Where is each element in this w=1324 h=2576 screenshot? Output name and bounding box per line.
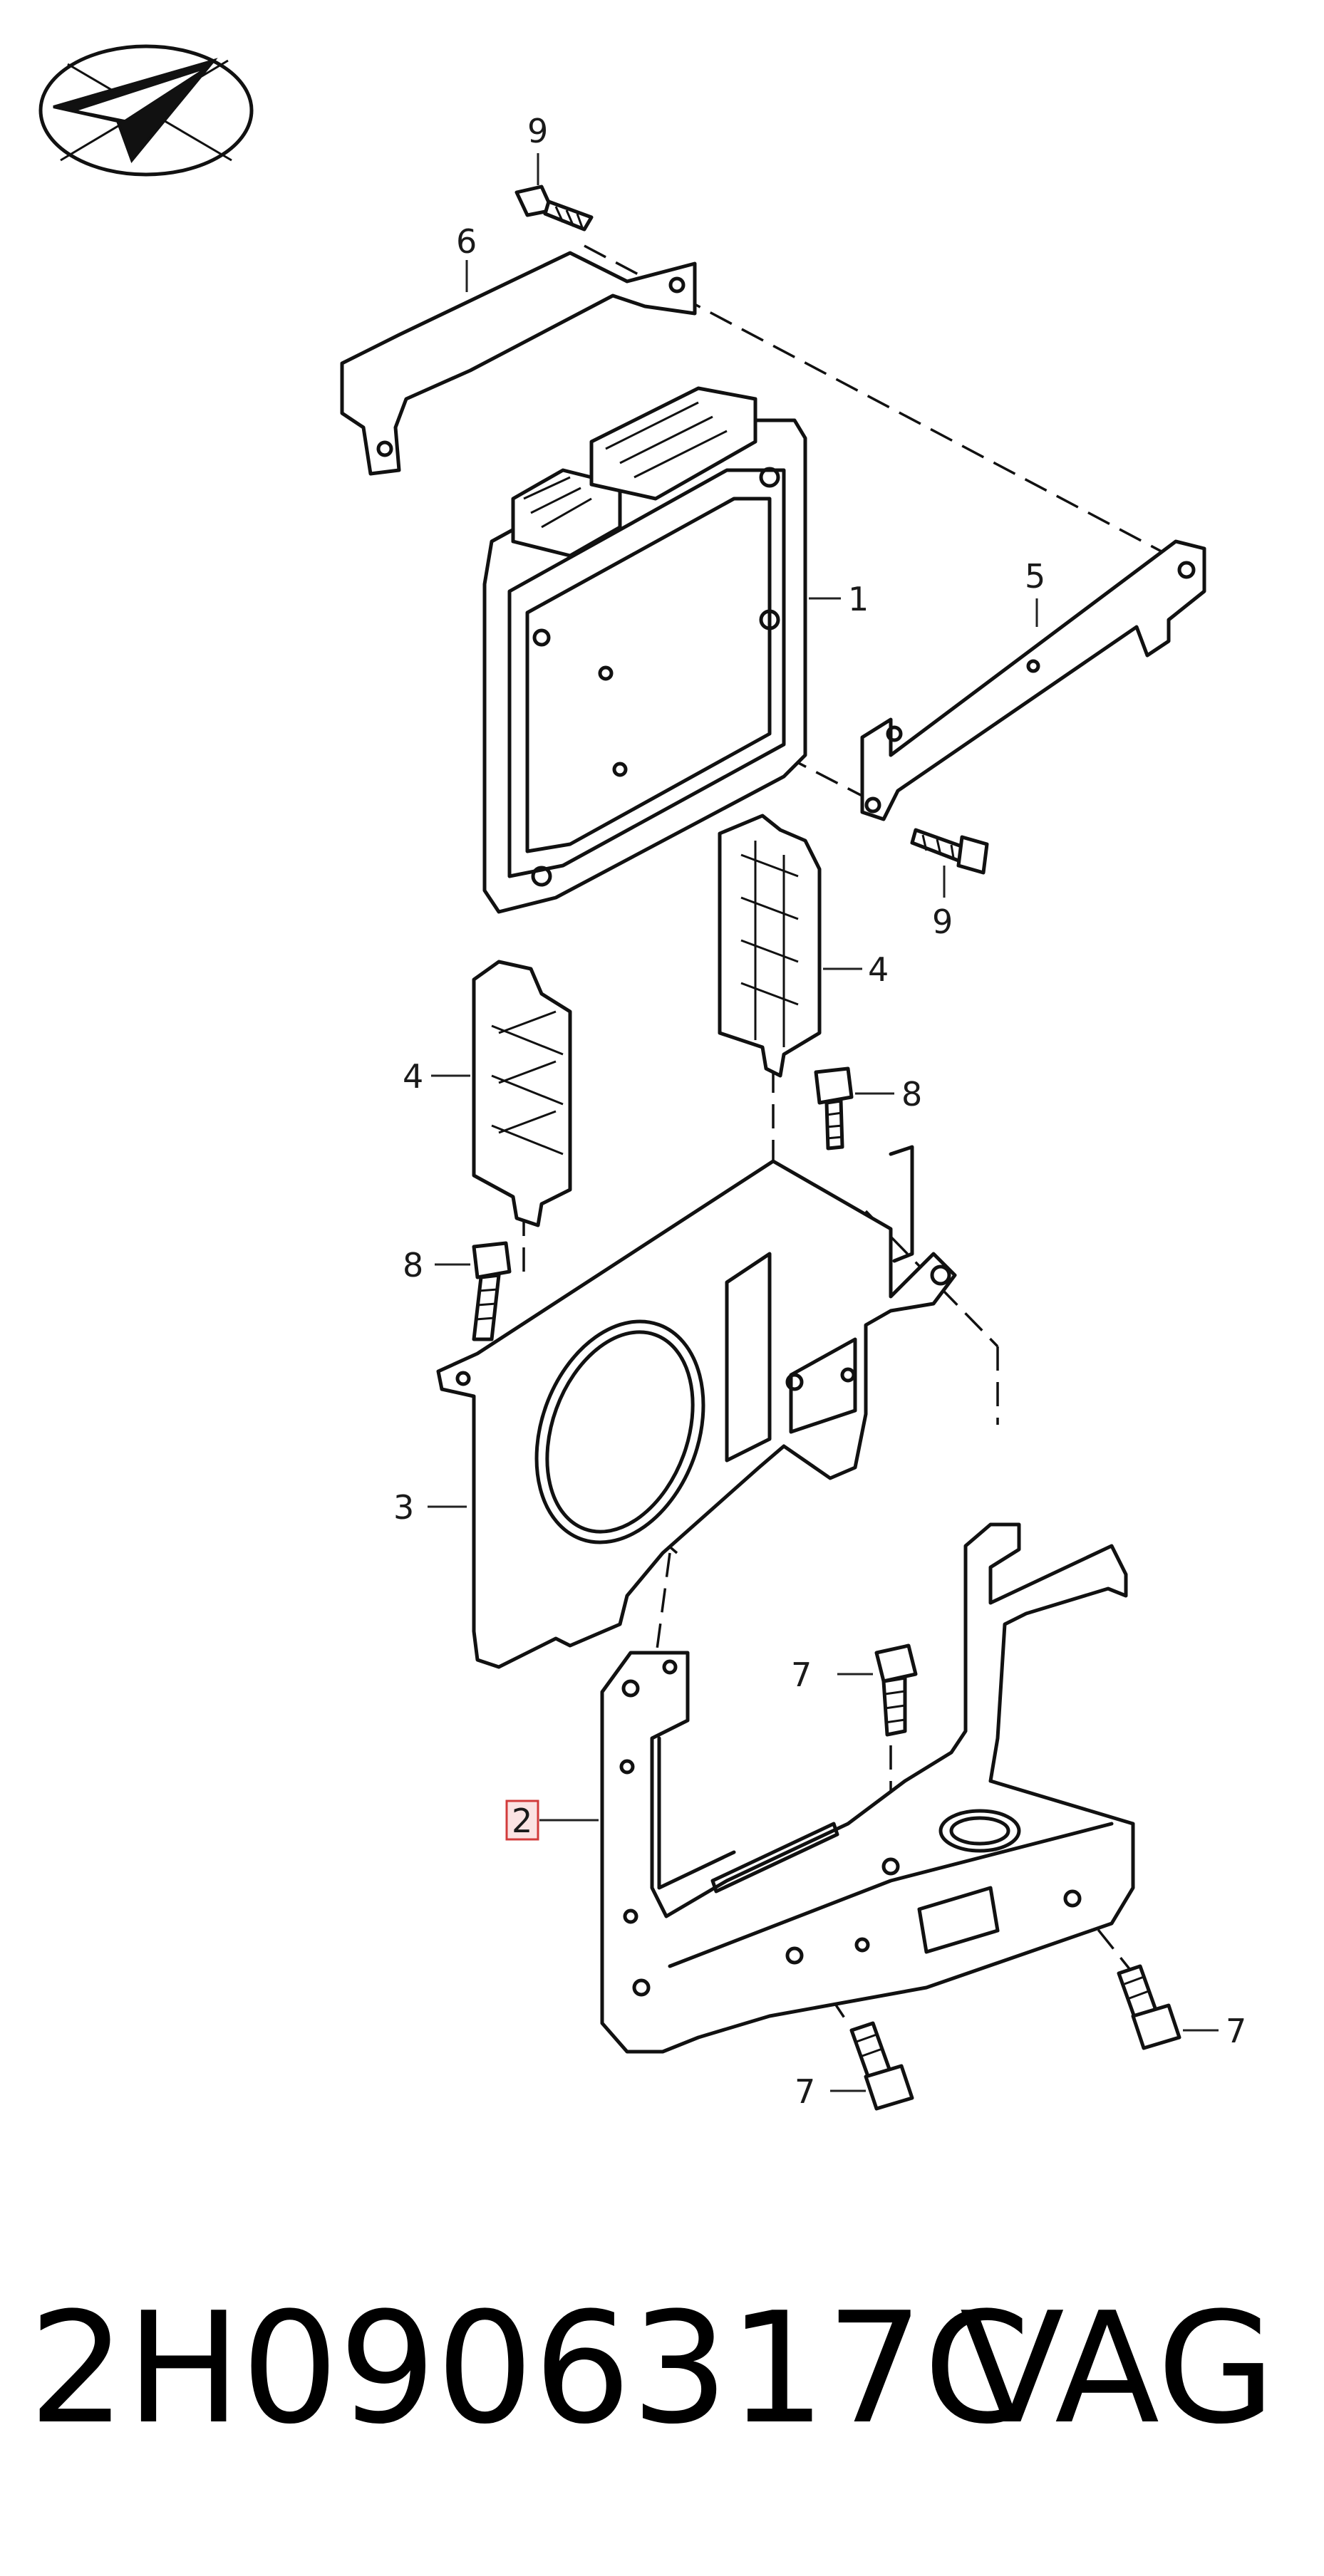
callout-7-right: 7	[1226, 2012, 1246, 2050]
part-7-bolt-bottom	[849, 2021, 914, 2111]
callout-4-right: 4	[868, 950, 889, 989]
callout-8-left: 8	[403, 1246, 423, 1284]
part-1-control-unit	[482, 386, 807, 914]
part-4-clip-right	[718, 814, 822, 1078]
part-6-upper-bracket	[340, 251, 697, 476]
callout-7-top: 7	[791, 1656, 812, 1694]
selected-part-highlight	[505, 1799, 539, 1841]
part-3-mounting-plate	[436, 1145, 957, 1669]
callout-6: 6	[456, 222, 477, 261]
callout-7-bottom: 7	[795, 2072, 815, 2111]
part-9-screw-lower	[910, 828, 989, 875]
part-8-bolt-left	[472, 1241, 512, 1341]
part-7-bolt-top	[874, 1643, 918, 1737]
callout-5: 5	[1025, 557, 1045, 596]
brand-name: VAG	[959, 2279, 1276, 2458]
footer-caption: 2H0906317C VAG	[29, 2276, 1304, 2461]
callout-9-top: 9	[527, 112, 548, 150]
callout-9-lower: 9	[932, 903, 953, 941]
paper-plane-logo-icon	[38, 44, 254, 177]
callout-2: 2	[512, 1802, 532, 1840]
callout-1: 1	[848, 580, 869, 618]
callout-4-left: 4	[403, 1057, 423, 1096]
callout-8-right: 8	[901, 1075, 922, 1113]
part-9-screw-top	[514, 185, 594, 232]
part-5-lower-bracket	[860, 539, 1206, 821]
callout-3: 3	[393, 1488, 414, 1527]
part-4-clip-left	[472, 960, 572, 1227]
part-8-bolt-right	[814, 1066, 854, 1151]
part-2-base-bracket	[600, 1522, 1135, 2054]
part-number: 2H0906317C	[29, 2279, 1031, 2458]
callouts: 9 6 1 5 9 4 4 8 8 3 7 2 7	[393, 112, 1246, 2111]
part-7-bolt-right	[1117, 1964, 1181, 2050]
